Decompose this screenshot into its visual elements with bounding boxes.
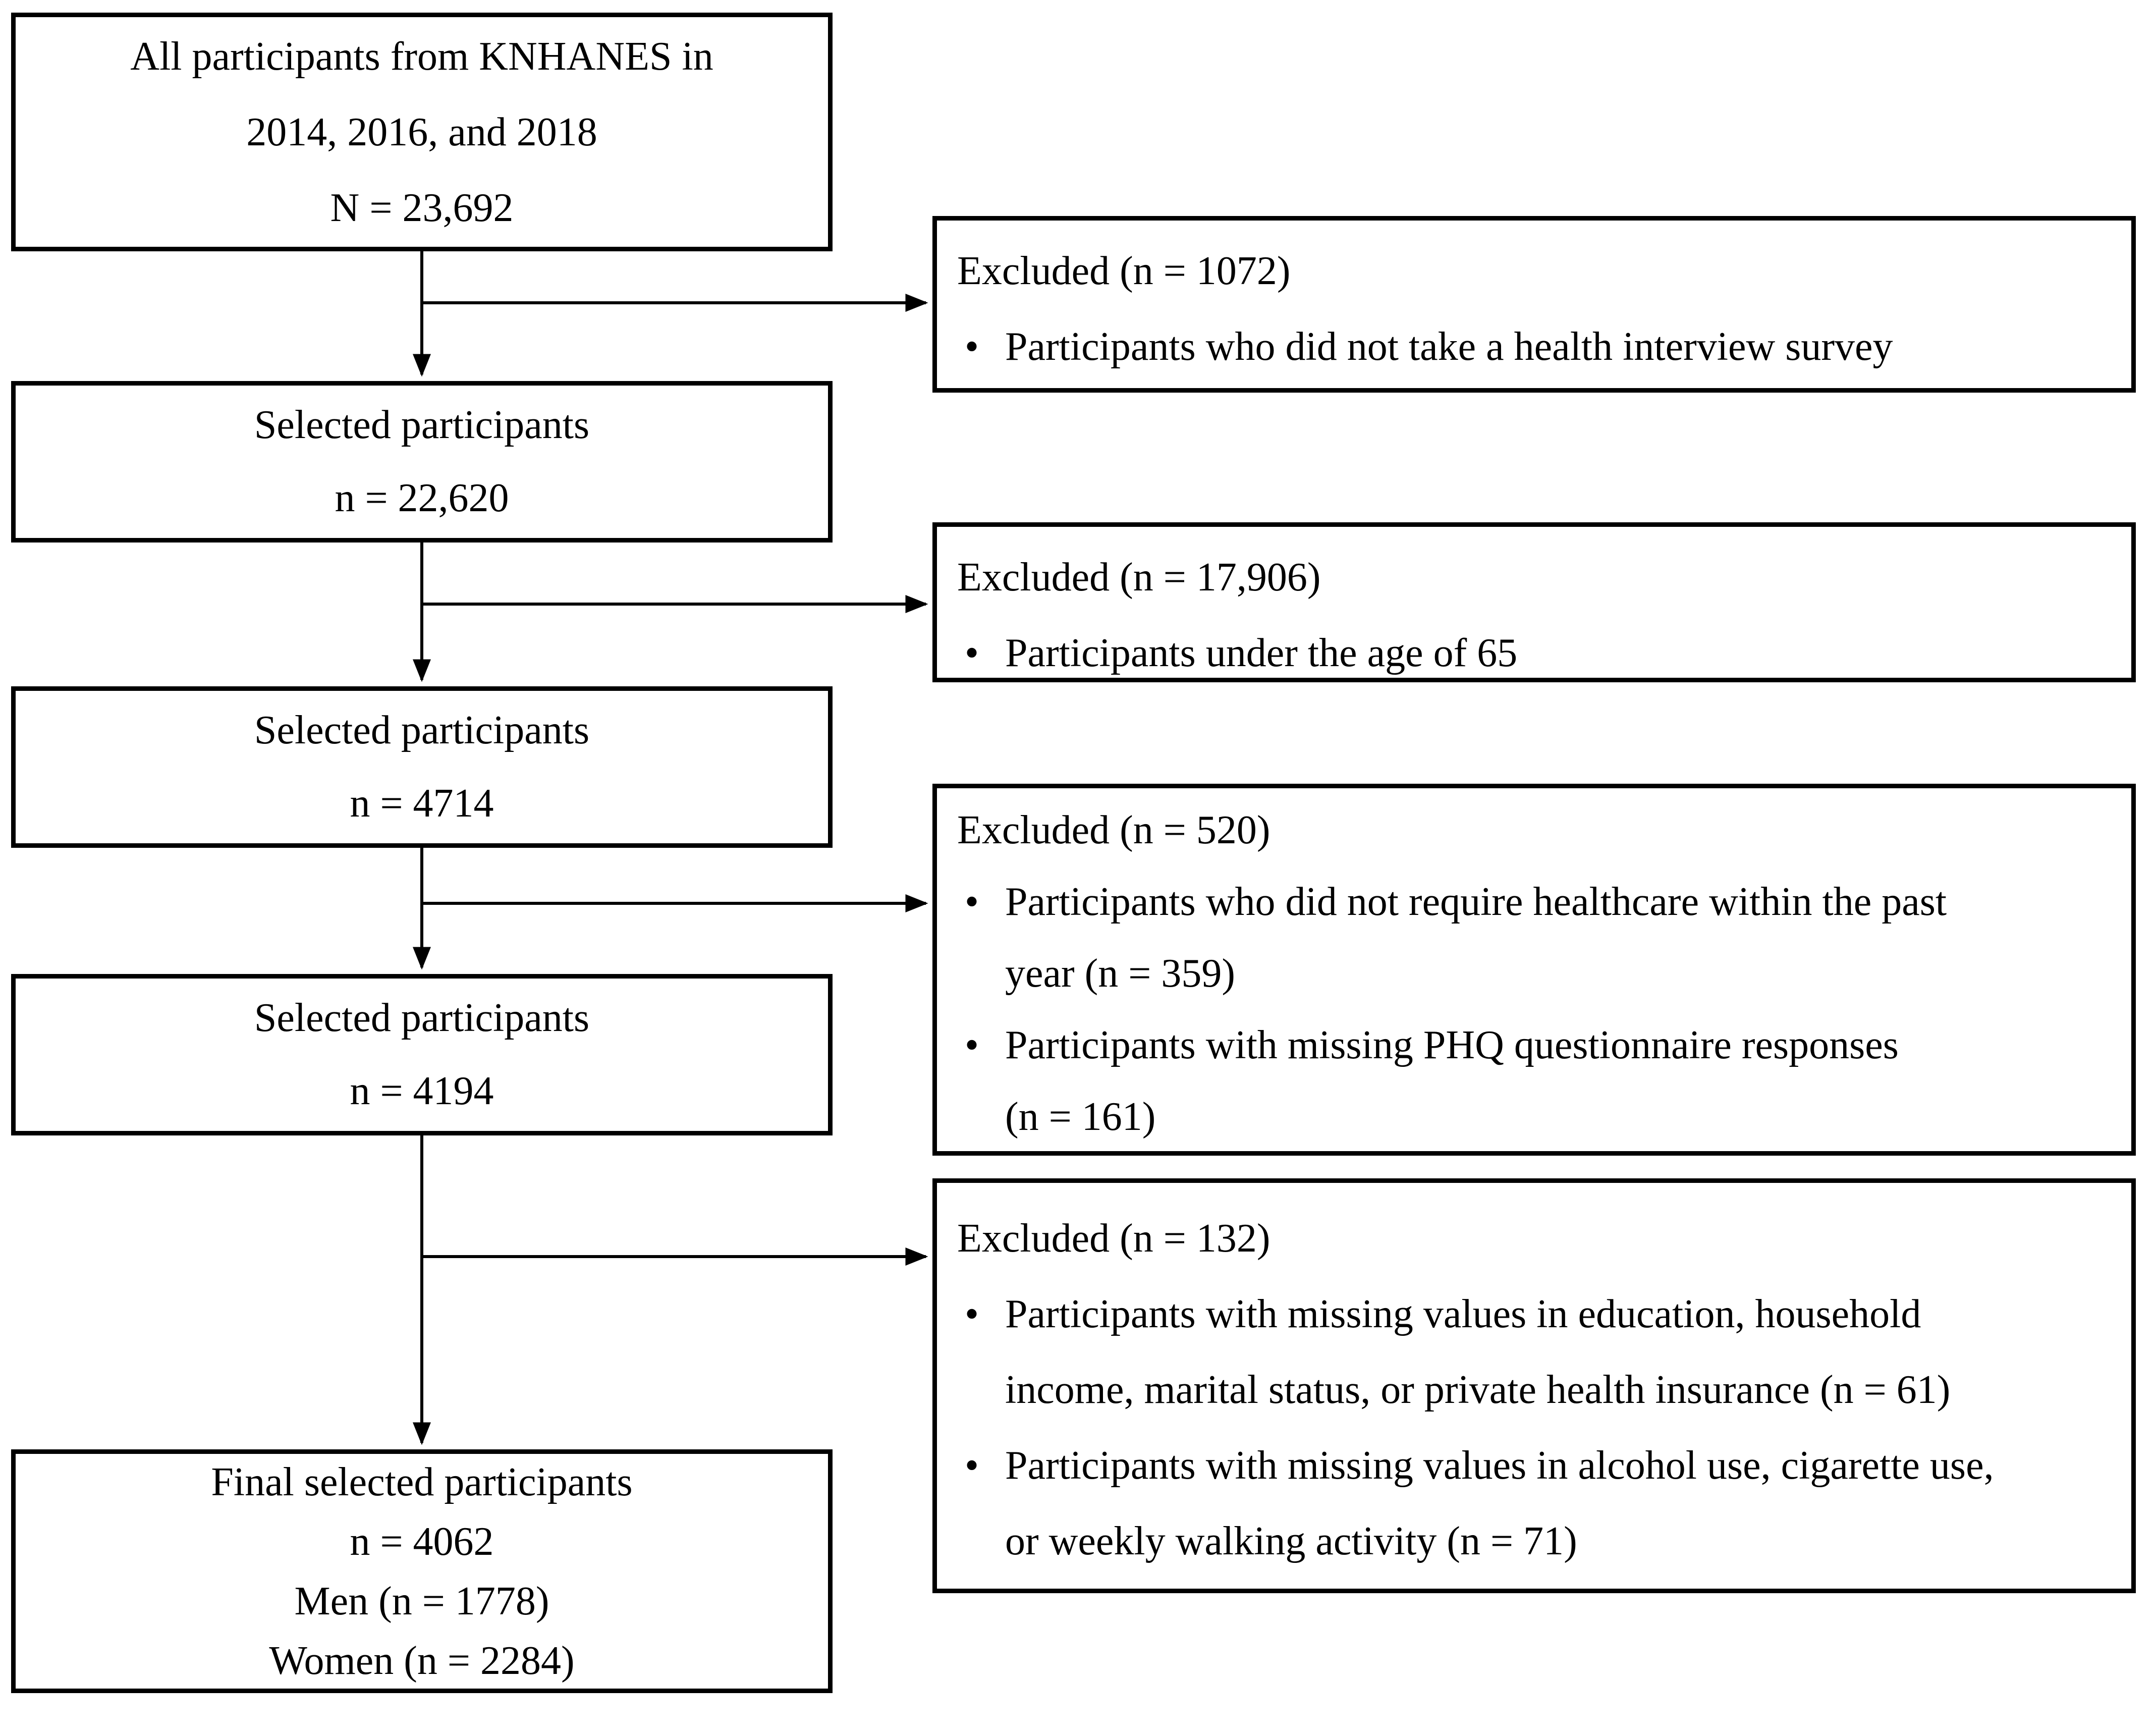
flow-box-text-line: Final selected participants: [211, 1459, 633, 1504]
flow-box-selected-2: Selected participants n = 4714: [11, 686, 833, 848]
excluded-bullet-text: Participants with missing values in alco…: [1005, 1443, 1994, 1488]
excluded-bullet-continuation: year (n = 359): [1005, 938, 2116, 1009]
bullet-icon: •: [965, 880, 979, 924]
flow-box-text-line: n = 22,620: [335, 476, 509, 520]
excluded-bullet-continuation: (n = 161): [1005, 1081, 2116, 1153]
excluded-bullet: • Participants with missing values in edu…: [965, 1276, 2116, 1352]
bullet-icon: •: [965, 631, 979, 675]
excluded-bullet-text: Participants under the age of 65: [1005, 631, 1518, 675]
excluded-bullet: • Participants under the age of 65: [965, 615, 2116, 691]
flow-box-text-line: N = 23,692: [330, 185, 514, 230]
excluded-bullet: • Participants with missing values in alc…: [965, 1428, 2116, 1503]
flow-box-text-line: n = 4062: [350, 1519, 494, 1564]
flow-box-final-selected: Final selected participants n = 4062 Men…: [11, 1449, 833, 1693]
excluded-bullet-text: income, marital status, or private healt…: [1005, 1368, 1951, 1412]
flow-box-all-participants: All participants from KNHANES in 2014, 2…: [11, 13, 833, 251]
flow-box-selected-3: Selected participants n = 4194: [11, 974, 833, 1135]
excluded-bullet-text: or weekly walking activity (n = 71): [1005, 1519, 1577, 1563]
flow-box-text-line: Selected participants: [254, 708, 590, 752]
excluded-bullet-text: Participants with missing values in educ…: [1005, 1292, 1921, 1336]
excluded-bullet: • Participants with missing PHQ questionn…: [965, 1009, 2116, 1081]
bullet-icon: •: [965, 1292, 979, 1336]
excluded-bullet: • Participants who did not require health…: [965, 866, 2116, 938]
excluded-bullet-continuation: or weekly walking activity (n = 71): [1005, 1503, 2116, 1579]
excluded-title: Excluded (n = 1072): [957, 249, 1291, 293]
excluded-bullet-text: Participants with missing PHQ questionna…: [1005, 1023, 1899, 1067]
excluded-box-4: Excluded (n = 132) • Participants with mi…: [932, 1178, 2136, 1593]
excluded-bullet-text: year (n = 359): [1005, 951, 1236, 996]
bullet-icon: •: [965, 1023, 979, 1067]
flow-box-text-line: Men (n = 1778): [294, 1579, 549, 1623]
flow-box-text-line: n = 4194: [350, 1069, 494, 1113]
excluded-title: Excluded (n = 520): [957, 808, 1270, 852]
flow-box-text-line: 2014, 2016, and 2018: [246, 110, 597, 154]
excluded-title: Excluded (n = 17,906): [957, 555, 1321, 600]
excluded-box-1: Excluded (n = 1072) • Participants who di…: [932, 216, 2136, 393]
excluded-bullet-text: Participants who did not require healthc…: [1005, 880, 1947, 924]
excluded-bullet-continuation: income, marital status, or private healt…: [1005, 1352, 2116, 1428]
flow-box-text-line: Women (n = 2284): [269, 1638, 575, 1683]
flow-box-text-line: n = 4714: [350, 781, 494, 826]
excluded-bullet-text: (n = 161): [1005, 1095, 1156, 1139]
excluded-bullet: • Participants who did not take a health …: [965, 309, 2116, 385]
excluded-box-3: Excluded (n = 520) • Participants who did…: [932, 784, 2136, 1156]
flow-box-selected-1: Selected participants n = 22,620: [11, 381, 833, 542]
flow-box-text-line: Selected participants: [254, 996, 590, 1040]
flow-box-text-line: All participants from KNHANES in: [130, 34, 713, 79]
excluded-box-2: Excluded (n = 17,906) • Participants unde…: [932, 522, 2136, 682]
bullet-icon: •: [965, 1443, 979, 1488]
excluded-bullet-text: Participants who did not take a health i…: [1005, 324, 1893, 369]
excluded-title: Excluded (n = 132): [957, 1216, 1270, 1261]
flow-box-text-line: Selected participants: [254, 403, 590, 447]
bullet-icon: •: [965, 324, 979, 369]
